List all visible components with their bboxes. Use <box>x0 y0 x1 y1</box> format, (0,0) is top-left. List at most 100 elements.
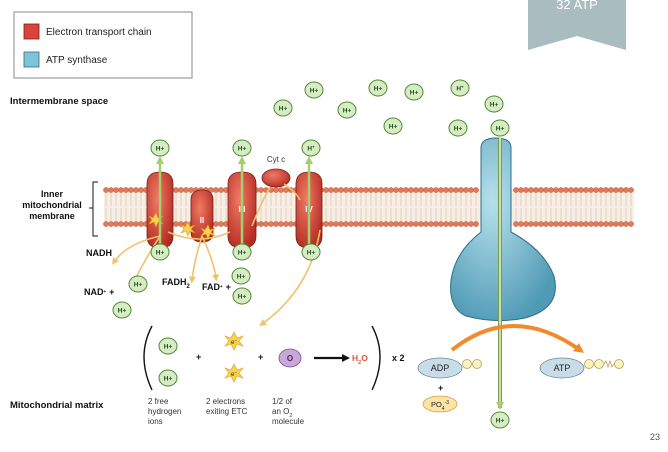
proton: H+ <box>383 117 403 135</box>
svg-text:H+: H+ <box>454 125 463 132</box>
svg-text:+: + <box>196 352 201 362</box>
svg-text:FAD++: FAD++ <box>202 282 231 292</box>
proton: H+ <box>158 337 178 355</box>
svg-text:H+: H+ <box>134 281 143 288</box>
svg-text:exiting ETC: exiting ETC <box>206 407 248 416</box>
protons: H+ H+ H+ H+ H+ H+ H+ H+ H+ H+ H+ H+ H+ H+ H+ H+ H+ H+ H+ H+… <box>112 79 510 429</box>
matrix-label: Mitochondrial matrix <box>10 400 104 411</box>
svg-text:e−: e− <box>231 338 238 347</box>
intermembrane-label: Intermembrane space <box>10 96 108 107</box>
svg-text:mitochondrial: mitochondrial <box>22 200 82 210</box>
atp-synthase <box>450 137 556 322</box>
svg-text:H+: H+ <box>164 343 173 350</box>
svg-text:PO4-3: PO4-3 <box>431 400 449 412</box>
e-caption: 2 electrons exiting ETC <box>206 397 248 416</box>
svg-text:H+: H+ <box>496 417 505 424</box>
svg-text:Inner: Inner <box>41 189 64 199</box>
inner-membrane <box>103 187 634 227</box>
equation: + + e− e− O H2O x 2 2 free hydrogen ions… <box>143 325 405 426</box>
phosphate: PO4-3 <box>422 395 458 413</box>
svg-text:2 electrons: 2 electrons <box>206 397 245 406</box>
proton: H+ <box>484 95 504 113</box>
svg-text:H+: H+ <box>496 125 505 132</box>
proton: H+ <box>273 99 293 117</box>
svg-text:H2O: H2O <box>352 353 368 366</box>
svg-text:H+: H+ <box>156 249 165 256</box>
proton: H+ <box>490 119 510 137</box>
legend-label-etc: Electron transport chain <box>46 27 152 38</box>
svg-text:H+: H+ <box>156 145 165 152</box>
proton: H+ <box>301 139 321 157</box>
svg-text:NAD++: NAD++ <box>84 287 114 297</box>
proton: H+ <box>231 267 251 285</box>
svg-text:H+: H+ <box>343 107 352 114</box>
adp: ADP <box>417 357 482 379</box>
fadh2-label: FADH2 <box>162 277 191 290</box>
electron-top: e− <box>224 331 244 351</box>
svg-text:H+: H+ <box>490 101 499 108</box>
cytc-label: Cyt c <box>267 155 285 164</box>
svg-text:H+: H+ <box>410 89 419 96</box>
legend: Electron transport chain ATP synthase <box>13 11 193 79</box>
svg-text:O: O <box>287 354 293 363</box>
complex-ii-label: II <box>200 216 204 225</box>
h-caption: 2 free hydrogen ions <box>148 397 181 426</box>
svg-text:H+: H+ <box>310 87 319 94</box>
proton: H+ <box>301 243 321 261</box>
svg-text:H+: H+ <box>307 144 315 153</box>
proton: H+ <box>450 79 470 97</box>
svg-text:ions: ions <box>148 417 163 426</box>
svg-text:1/2 of: 1/2 of <box>272 397 293 406</box>
nad-label: NAD++ <box>84 287 114 297</box>
nadh-label: NADH <box>86 248 112 258</box>
electron-path-arrows <box>112 183 321 327</box>
svg-text:hydrogen: hydrogen <box>148 407 181 416</box>
adp-atp-conversion: ADP + PO4-3 ATP <box>417 324 624 413</box>
svg-text:H+: H+ <box>279 105 288 112</box>
svg-text:membrane: membrane <box>29 211 75 221</box>
cytochrome-c: Cyt c <box>261 155 291 188</box>
svg-text:H+: H+ <box>389 123 398 130</box>
o-caption: 1/2 of an O2 molecule <box>272 397 305 426</box>
proton: H+ <box>232 287 252 305</box>
proton: H+ <box>304 81 324 99</box>
proton: H+ <box>158 369 178 387</box>
svg-text:H+: H+ <box>307 249 316 256</box>
svg-text:2 free: 2 free <box>148 397 169 406</box>
svg-text:H+: H+ <box>374 85 383 92</box>
proton: H+ <box>150 243 170 261</box>
svg-text:H+: H+ <box>237 273 246 280</box>
svg-text:H+: H+ <box>238 249 247 256</box>
atp: ATP <box>539 357 624 379</box>
electron-sparks <box>148 212 216 240</box>
membrane-label: Inner mitochondrial membrane <box>22 181 98 237</box>
proton: H+ <box>128 275 148 293</box>
proton: H+ <box>232 243 252 261</box>
oxygen-atom: O <box>278 348 302 368</box>
svg-text:H+: H+ <box>456 84 464 93</box>
proton-pump-arrows <box>156 138 504 410</box>
electron-bottom: e− <box>224 363 244 383</box>
times-two: x 2 <box>392 353 405 363</box>
proton: H+ <box>448 119 468 137</box>
legend-swatch-synthase <box>23 51 40 68</box>
svg-text:molecule: molecule <box>272 417 305 426</box>
water-label: H2O <box>352 353 368 366</box>
svg-text:H+: H+ <box>164 375 173 382</box>
proton: H+ <box>337 101 357 119</box>
legend-box <box>13 11 193 79</box>
svg-text:ADP: ADP <box>431 363 450 373</box>
proton: H+ <box>490 411 510 429</box>
svg-text:H+: H+ <box>118 307 127 314</box>
atp-banner: 32 ATP <box>528 0 626 50</box>
svg-text:FADH2: FADH2 <box>162 277 191 290</box>
svg-text:H+: H+ <box>238 293 247 300</box>
proton: H+ <box>112 301 132 319</box>
page-number: 23 <box>650 432 660 442</box>
svg-text:+: + <box>438 383 443 393</box>
proton: H+ <box>150 139 170 157</box>
svg-text:H+: H+ <box>238 145 247 152</box>
legend-label-synthase: ATP synthase <box>46 55 108 66</box>
banner-text: 32 ATP <box>556 0 598 12</box>
